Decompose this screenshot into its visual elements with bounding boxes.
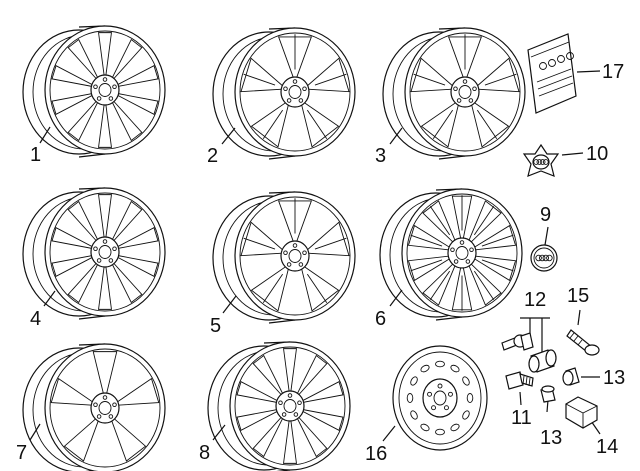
callout-3: 3 <box>375 145 387 167</box>
lug-nut-cap <box>562 367 580 386</box>
callout-9: 9 <box>540 204 552 226</box>
logo-ring <box>542 159 549 165</box>
callout-15: 15 <box>567 285 590 307</box>
callout-13b: 13 <box>540 427 563 449</box>
wheels-group <box>22 25 526 471</box>
wheel-2 <box>212 27 356 160</box>
callout-11: 11 <box>511 407 532 429</box>
document-packet <box>527 33 577 114</box>
lock-bolt <box>501 332 534 351</box>
wheel-5 <box>212 191 356 324</box>
callout-7: 7 <box>16 442 28 464</box>
callout-5: 5 <box>210 315 222 337</box>
wheel-bolt <box>505 371 534 390</box>
lock-bolt-socket <box>528 349 557 373</box>
callout-14: 14 <box>596 436 619 458</box>
callout-12: 12 <box>524 289 547 311</box>
spare-steel-wheel <box>392 345 488 451</box>
valve-stem <box>566 329 600 356</box>
callout-1: 1 <box>30 144 42 166</box>
logo-ring <box>539 159 546 165</box>
wheel-1 <box>22 25 166 158</box>
tpms-sensor <box>565 396 598 429</box>
wheel-6 <box>379 188 523 321</box>
wheel-7 <box>22 343 166 471</box>
logo-ring <box>538 254 546 262</box>
callout-6: 6 <box>375 308 387 330</box>
callout-13a: 13 <box>603 367 626 389</box>
logo-ring <box>542 254 550 262</box>
callout-4: 4 <box>30 308 42 330</box>
callout-16: 16 <box>365 443 388 465</box>
logo-ring <box>533 159 540 165</box>
callout-17: 17 <box>602 61 625 83</box>
callout-10: 10 <box>586 143 609 165</box>
wheel-4 <box>22 187 166 320</box>
callout-2: 2 <box>207 145 219 167</box>
callout-8: 8 <box>199 442 211 464</box>
logo-ring <box>546 254 553 262</box>
logo-ring <box>535 254 542 262</box>
lug-nut-cap-small <box>540 385 556 403</box>
logo-ring <box>536 159 543 165</box>
wheel-8 <box>207 341 351 471</box>
small-parts-group <box>501 33 600 429</box>
center-cap-star <box>522 143 560 177</box>
center-cap <box>530 244 558 272</box>
wheel-3 <box>382 27 526 160</box>
